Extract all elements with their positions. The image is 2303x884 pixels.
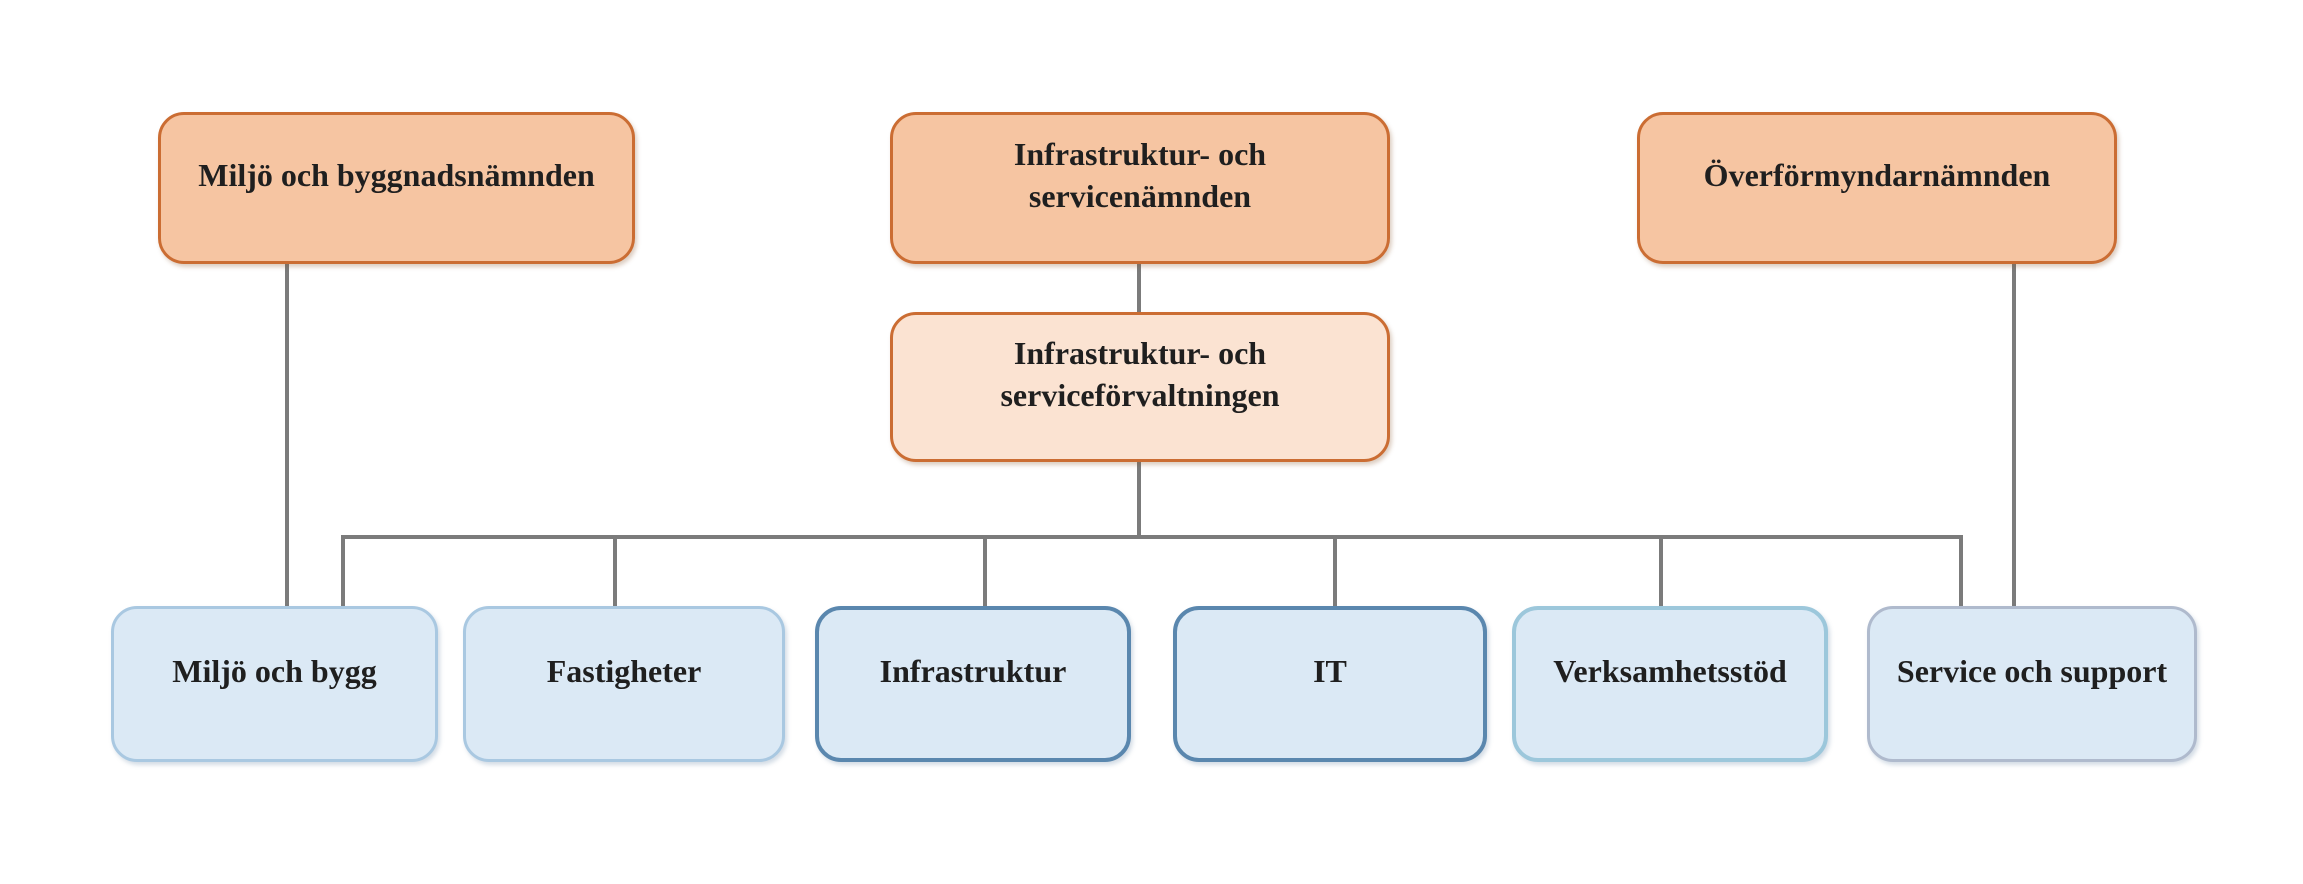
node-fastigheter: Fastigheter bbox=[463, 606, 785, 762]
node-label: Verksamhetsstöd bbox=[1553, 652, 1787, 689]
node-service-och-support: Service och support bbox=[1867, 606, 2197, 762]
node-label: Överförmyndarnämnden bbox=[1703, 156, 2051, 193]
node-infrastruktur-och-serviceforvaltningen: Infrastruktur- och serviceförvaltningen bbox=[890, 312, 1390, 462]
node-label: Infrastruktur- och servicenämnden bbox=[1013, 135, 1267, 214]
node-verksamhetsstod: Verksamhetsstöd bbox=[1512, 606, 1828, 762]
node-it: IT bbox=[1173, 606, 1487, 762]
node-label: Miljö och byggnadsnämnden bbox=[198, 156, 595, 193]
node-infrastruktur-och-servicenamnden: Infrastruktur- och servicenämnden bbox=[890, 112, 1390, 264]
node-label: IT bbox=[1313, 652, 1347, 689]
node-label: Miljö och bygg bbox=[172, 652, 377, 689]
node-miljo-och-byggnadsnamnden: Miljö och byggnadsnämnden bbox=[158, 112, 635, 264]
node-label: Fastigheter bbox=[546, 652, 702, 689]
node-miljo-och-bygg: Miljö och bygg bbox=[111, 606, 438, 762]
node-label: Service och support bbox=[1896, 652, 2168, 689]
node-infrastruktur: Infrastruktur bbox=[815, 606, 1131, 762]
connector-group bbox=[285, 264, 2016, 606]
node-label: Infrastruktur bbox=[879, 652, 1067, 689]
node-label: Infrastruktur- och serviceförvaltningen bbox=[1000, 334, 1280, 413]
node-overformyndarnamnden: Överförmyndarnämnden bbox=[1637, 112, 2117, 264]
